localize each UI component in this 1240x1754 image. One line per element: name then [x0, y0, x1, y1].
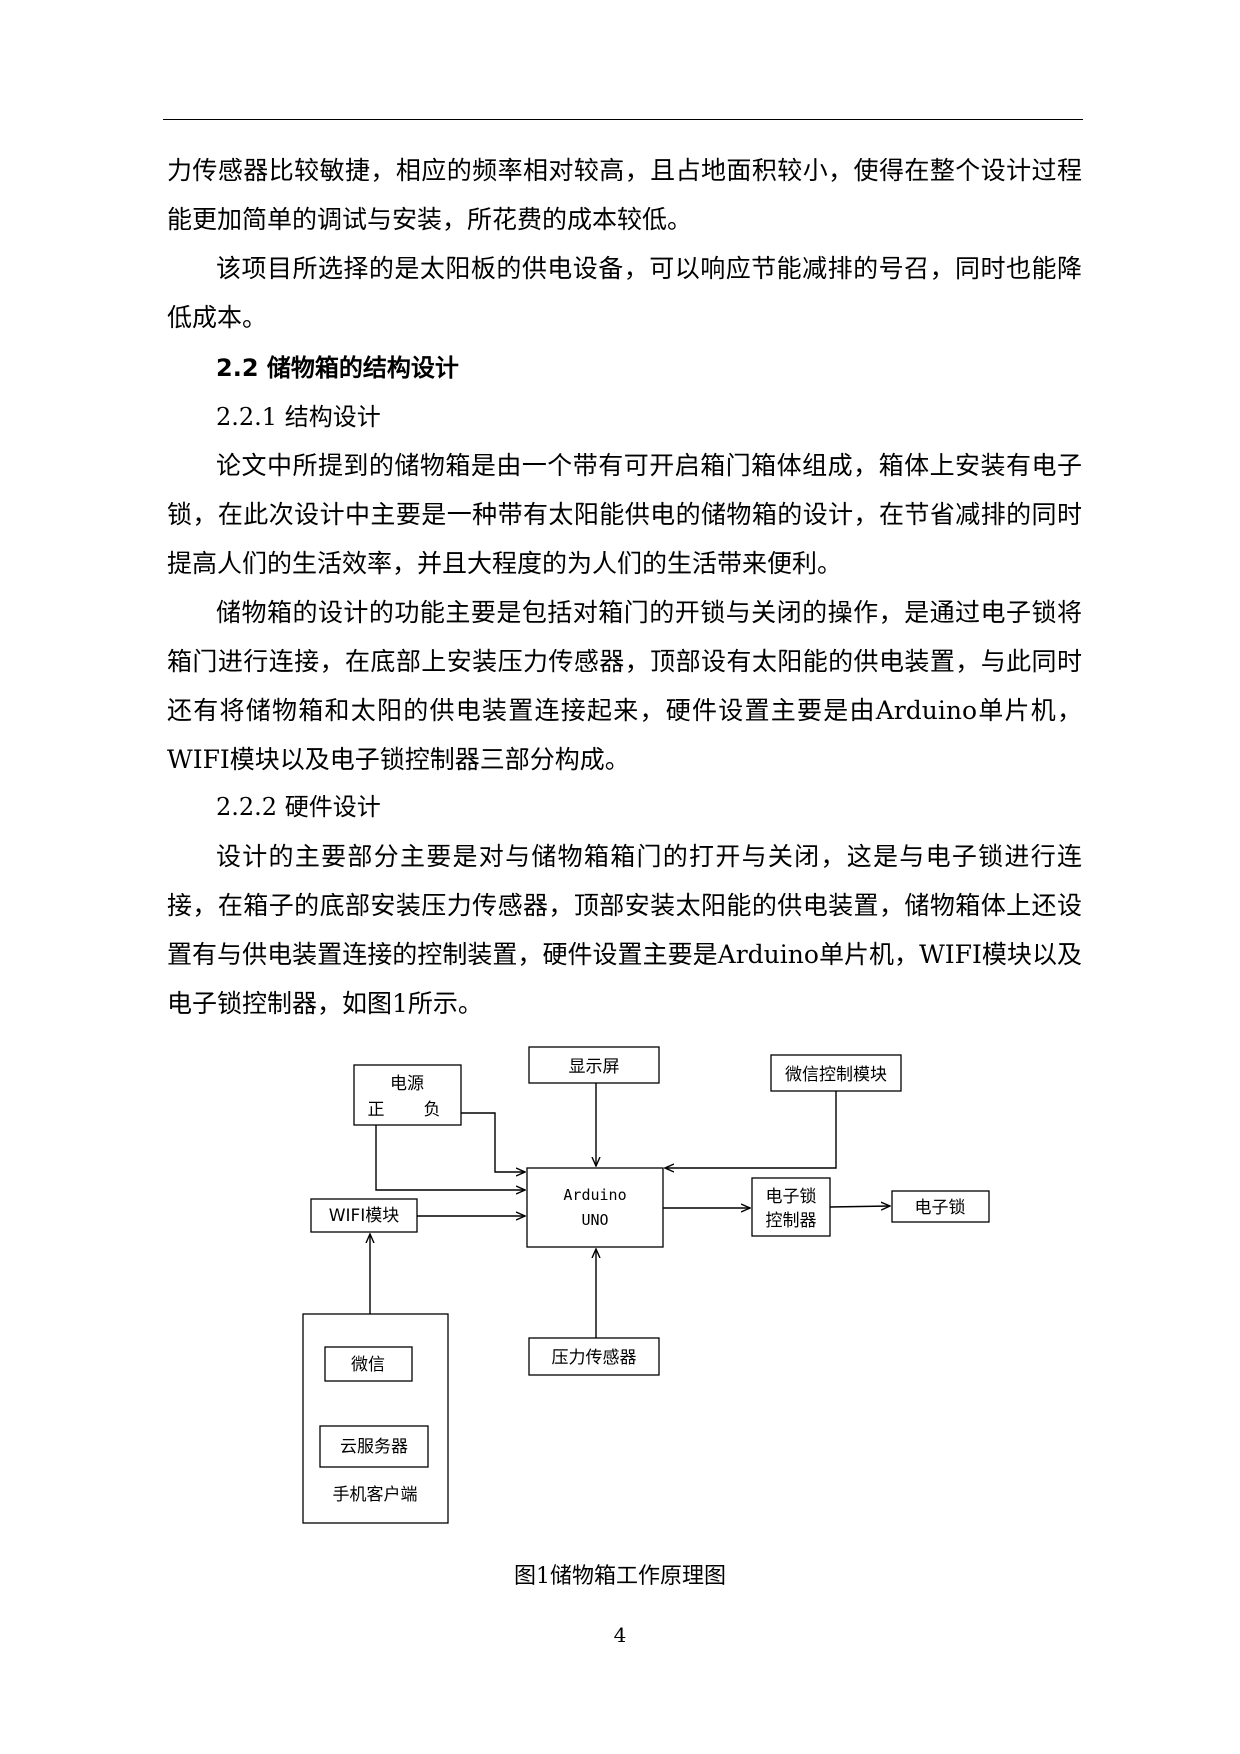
display-box: 显示屏 — [528, 1046, 660, 1084]
wifi-module-label: WIFI模块 — [329, 1206, 400, 1226]
power-title: 电源 — [390, 1074, 424, 1094]
power-positive-label: 正 — [368, 1100, 385, 1120]
electronic-lock-label: 电子锁 — [915, 1198, 966, 1218]
wechat-label: 微信 — [351, 1355, 385, 1375]
lock-controller-label-line1: 电子锁 — [766, 1187, 817, 1207]
page-number: 4 — [613, 1623, 627, 1647]
wechat-control-label: 微信控制模块 — [785, 1065, 887, 1085]
subsection-heading-hardware: 2.2.2 硬件设计 — [216, 793, 381, 821]
arduino-label-line1: Arduino — [563, 1186, 626, 1204]
connector-power-positive-to-arduino — [375, 1125, 525, 1190]
electronic-lock-box: 电子锁 — [891, 1190, 990, 1223]
phone-client-box: 微信 云服务器 手机客户端 — [302, 1313, 449, 1524]
phone-client-label: 手机客户端 — [333, 1485, 418, 1505]
cloud-server-box — [319, 1425, 429, 1468]
section-heading: 2.2 储物箱的结构设计 — [216, 354, 459, 382]
wechat-box — [324, 1346, 413, 1382]
power-negative-label: 负 — [424, 1100, 441, 1120]
lock-controller-label-line2: 控制器 — [766, 1211, 817, 1231]
subsection-heading-structure: 2.2.1 结构设计 — [216, 403, 381, 431]
pressure-sensor-label: 压力传感器 — [552, 1348, 637, 1368]
wechat-control-module-box: 微信控制模块 — [770, 1054, 902, 1092]
connector-lock-controller-to-lock — [829, 1206, 890, 1207]
arduino-uno-box: Arduino UNO — [526, 1167, 664, 1248]
connector-wechat-control-to-arduino — [665, 1091, 837, 1168]
paragraph-3: 论文中所提到的储物箱是由一个带有可开启箱门箱体组成，箱体上安装有电子锁，在此次设… — [167, 451, 1082, 578]
cloud-server-label: 云服务器 — [340, 1437, 408, 1457]
paragraph-4: 储物箱的设计的功能主要是包括对箱门的开锁与关闭的操作，是通过电子锁将箱门进行连接… — [167, 598, 1082, 774]
paragraph-1: 力传感器比较敏捷，相应的频率相对较高，且占地面积较小，使得在整个设计过程能更加简… — [167, 156, 1082, 234]
connector-power-negative-to-arduino — [461, 1112, 525, 1172]
lock-controller-box: 电子锁 控制器 — [751, 1177, 831, 1237]
pressure-sensor-box: 压力传感器 — [528, 1337, 660, 1376]
paragraph-2: 该项目所选择的是太阳板的供电设备，可以响应节能减排的号召，同时也能降低成本。 — [167, 254, 1082, 332]
figure-caption: 图1储物箱工作原理图 — [514, 1564, 726, 1589]
wifi-module-box: WIFI模块 — [310, 1198, 418, 1233]
paragraph-5: 设计的主要部分主要是对与储物箱箱门的打开与关闭，这是与电子锁进行连接，在箱子的底… — [167, 842, 1082, 1018]
header-rule — [163, 119, 1083, 120]
power-supply-box: 电源 正 负 — [353, 1064, 462, 1126]
display-label: 显示屏 — [569, 1057, 620, 1077]
arduino-label-line2: UNO — [581, 1211, 608, 1229]
